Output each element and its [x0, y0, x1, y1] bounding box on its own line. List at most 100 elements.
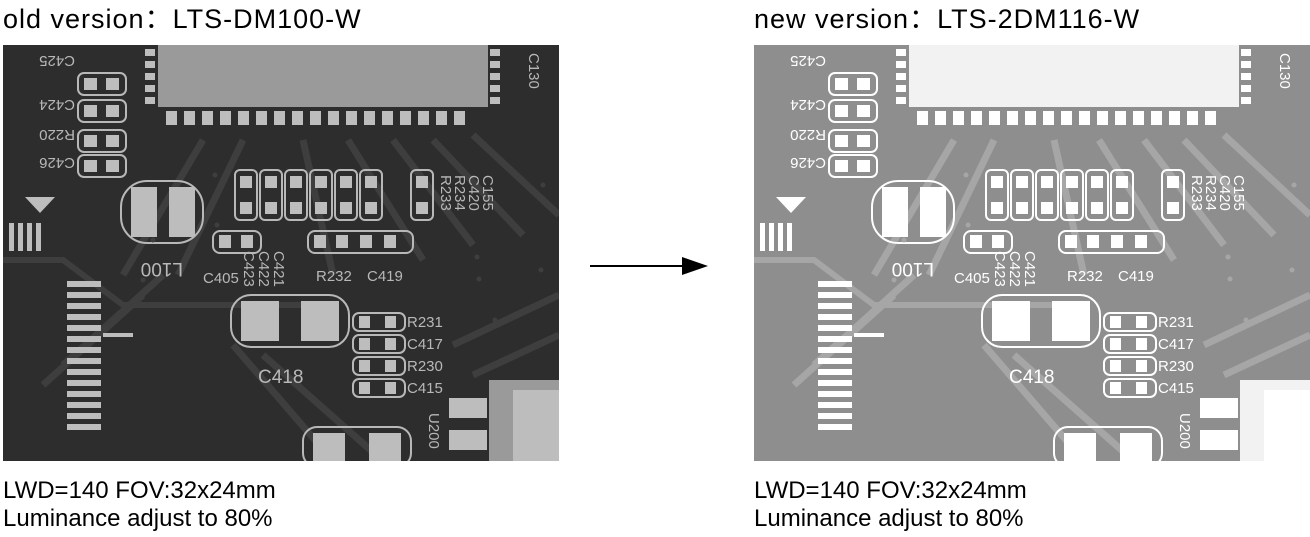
top-chip-left-pin-2 — [896, 73, 906, 80]
top-chip-pin-16 — [454, 111, 465, 125]
top-chip-pin-12 — [382, 111, 393, 125]
mid-row-outline-0 — [212, 230, 262, 254]
cap-row-pad-top-3 — [315, 176, 327, 188]
r233-outline — [1161, 169, 1185, 221]
left-edge-pin-0 — [760, 223, 765, 251]
label-c130: C130 — [1276, 53, 1293, 89]
label-c422: C422 — [1006, 251, 1023, 287]
mid-row-pad-5 — [384, 235, 396, 248]
cap-row-pad-top-4 — [340, 176, 352, 188]
u200-pad-a — [449, 398, 487, 418]
pcb-trace-10 — [1011, 352, 1137, 461]
edge-finger-11 — [67, 402, 101, 408]
cap-row-pad-bot-1 — [1016, 202, 1028, 214]
res-col-outline-0 — [352, 312, 406, 332]
pcb-trace-12 — [471, 331, 559, 379]
top-chip-right-pin-4 — [490, 97, 500, 104]
top-chip-pin-6 — [1025, 111, 1036, 125]
res-col-pad-b-0 — [385, 316, 396, 328]
via-0 — [140, 277, 146, 283]
via-6 — [538, 267, 544, 273]
label-r231: R231 — [407, 314, 443, 331]
pcb-trace-0 — [119, 138, 207, 277]
top-chip-right-pin-2 — [1241, 73, 1251, 80]
edge-finger-12 — [818, 413, 852, 419]
top-chip-pin-2 — [202, 111, 213, 125]
res-col-outline-1 — [1103, 334, 1157, 354]
edge-finger-10 — [818, 391, 852, 397]
left-pad-b-2 — [106, 135, 119, 147]
top-chip-left-pin-4 — [145, 97, 155, 104]
label-r220: R220 — [39, 126, 75, 143]
res-col-pad-a-2 — [359, 360, 370, 372]
cap-row-outline-4 — [334, 169, 358, 221]
mid-row-pad-0 — [970, 235, 982, 248]
top-chip-left-pin-3 — [896, 85, 906, 92]
mid-row-pad-4 — [1111, 235, 1123, 248]
top-chip-pin-9 — [328, 111, 339, 125]
edge-finger-13 — [67, 424, 101, 430]
label-u200: U200 — [1176, 413, 1193, 449]
res-col-pad-b-0 — [1136, 316, 1147, 328]
triangle-marker — [776, 197, 806, 213]
l100-pad-a — [882, 187, 908, 237]
mid-row-pad-3 — [1087, 235, 1099, 248]
mid-row-pad-3 — [336, 235, 348, 248]
bottom-right-chip-pad — [513, 390, 559, 461]
edge-finger-9 — [67, 380, 101, 386]
left-pad-b-1 — [857, 105, 870, 117]
top-chip-pin-10 — [1097, 111, 1108, 125]
res-col-pad-b-1 — [1136, 338, 1147, 350]
bottom-cap-pad-b — [1120, 433, 1152, 461]
cap-row-pad-top-2 — [290, 176, 302, 188]
via-6 — [1289, 267, 1295, 273]
top-chip-pin-4 — [238, 111, 249, 125]
via-5 — [540, 182, 546, 188]
via-1 — [212, 172, 218, 178]
label-r233: R233 — [437, 175, 454, 211]
via-2 — [214, 222, 220, 228]
pcb-trace-12 — [1222, 331, 1310, 379]
edge-finger-5 — [67, 336, 101, 342]
top-chip-pin-15 — [1187, 111, 1198, 125]
top-chip-pin-8 — [310, 111, 321, 125]
left-pad-b-2 — [857, 135, 870, 147]
top-chip-left-pin-4 — [896, 97, 906, 104]
cap-row-outline-3 — [309, 169, 333, 221]
top-chip-pin-0 — [166, 111, 177, 125]
edge-finger-0 — [818, 281, 852, 287]
left-edge-pin-2 — [27, 223, 32, 251]
mid-row-pad-1 — [241, 235, 253, 248]
res-col-pad-a-0 — [359, 316, 370, 328]
edge-finger-4 — [67, 325, 101, 331]
left-pad-a-3 — [835, 160, 848, 172]
cap-row-outline-3 — [1060, 169, 1084, 221]
top-chip-pin-11 — [364, 111, 375, 125]
right-arrow-icon — [590, 257, 708, 275]
r233-pad-bot — [416, 202, 428, 214]
edge-finger-extra — [103, 333, 133, 337]
label-c425: C425 — [790, 52, 826, 69]
mid-row-outline-0 — [963, 230, 1013, 254]
left-pad-outline-0 — [828, 72, 878, 96]
left-pad-a-3 — [84, 160, 97, 172]
top-chip-left-pin-2 — [145, 73, 155, 80]
top-chip-pin-8 — [1061, 111, 1072, 125]
label-c420: C420 — [465, 175, 482, 211]
top-chip-left-pin-3 — [145, 85, 155, 92]
top-chip-right-pin-0 — [1241, 49, 1251, 56]
cap-row-outline-0 — [234, 169, 258, 221]
left-pad-a-1 — [84, 105, 97, 117]
top-chip-pin-14 — [1169, 111, 1180, 125]
cap-row-pad-top-0 — [240, 176, 252, 188]
bottom-cap-pad-a — [313, 433, 345, 461]
old-version-caption-lwd-fov: LWD=140 FOV:32x24mm — [3, 477, 276, 504]
res-col-pad-b-1 — [385, 338, 396, 350]
cap-row-pad-top-4 — [1091, 176, 1103, 188]
top-chip-pin-13 — [1151, 111, 1162, 125]
cap-row-pad-top-1 — [1016, 176, 1028, 188]
edge-finger-6 — [67, 347, 101, 353]
label-c405: C405 — [203, 270, 239, 287]
left-pad-a-0 — [84, 78, 97, 90]
